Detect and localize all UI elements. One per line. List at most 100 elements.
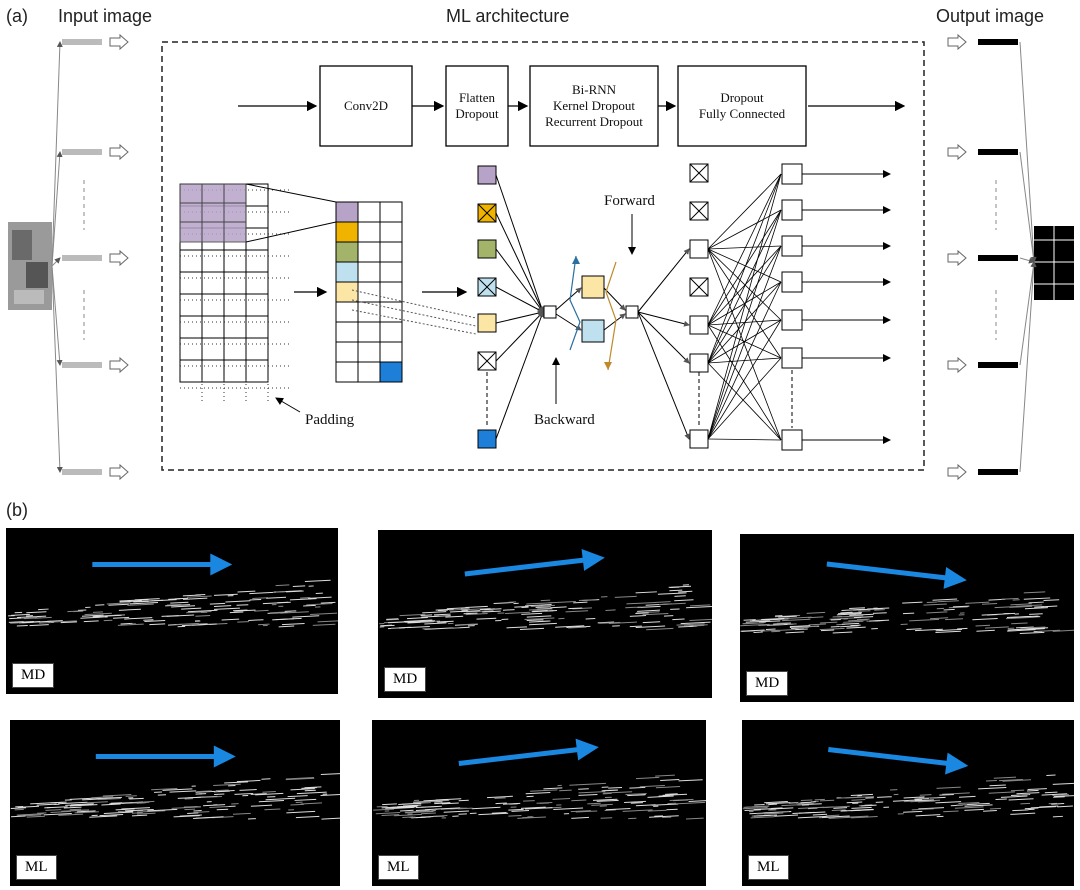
fiber-streak [525,604,552,607]
feature-cell [379,361,403,383]
fiber-streak [930,617,949,620]
fiber-streak [16,813,39,816]
fiber-streak [914,797,929,800]
fiber-streak [58,801,88,805]
output-slice [978,362,1018,368]
input-strips [51,33,129,481]
fiber-streak [232,812,251,815]
fiber-streak [60,621,78,624]
fiber-streak [689,604,711,607]
fiber-streak [937,600,959,603]
fiber-streak [1041,793,1068,796]
input-image-strip [8,222,52,310]
fiber-streak [458,799,469,802]
fiber-streak [398,802,422,805]
fiber-streak [74,811,99,814]
feature-cell [357,341,381,363]
fc-node [781,309,803,331]
fiber-streak [233,609,248,612]
fiber-streak [566,625,591,629]
fiber-streak [124,617,153,620]
fiber-streak [69,797,93,800]
ml-tag: ML [748,855,789,880]
fiber-streak [21,616,38,619]
fiber-streak [465,613,488,616]
input-cell [245,293,269,317]
fiber-streak [304,789,316,792]
fiber-streak [1026,789,1039,792]
dense-layers [637,163,891,451]
fiber-streak [578,599,597,602]
feature-cell [357,321,381,343]
fiber-streak [833,807,848,809]
fiber-streak [1007,628,1034,631]
fiber-streak [119,600,142,603]
fiber-streak [272,618,295,621]
fiber-streak [252,597,268,599]
fiber-streak [169,790,197,793]
fiber-streak [262,791,276,793]
fiber-streak [1023,597,1051,600]
flat-node [477,313,497,333]
fiber-streak [213,790,230,793]
fiber-streak [604,809,616,811]
fiber-streak [466,610,494,613]
fiber-streak [840,611,853,614]
fiber-streak [820,629,835,632]
fiber-streak [1052,794,1070,796]
fiber-streak [846,626,866,629]
fiber-streak [476,617,497,620]
fiber-streak [422,611,447,614]
flattened-column [477,165,545,449]
fiber-streak [296,791,327,795]
fiber-streak [858,610,871,612]
input-cell [245,315,269,339]
fiber-streak [486,795,513,799]
fiber-streak [445,615,464,618]
kernel-window [179,183,247,243]
fiber-streak [976,629,995,632]
fiber-streak [460,623,474,626]
fiber-streak [1051,803,1065,805]
input-cell [245,359,269,383]
fiber-streak [69,808,82,811]
fiber-streak [1030,806,1057,809]
fiber-streak [906,628,922,631]
feature-cell [357,361,381,383]
fiber-streak [642,621,661,624]
fiber-streak [981,603,998,605]
fiber-streak [812,813,828,816]
fiber-streak [436,620,454,623]
fiber-streak [524,807,553,810]
input-cell [223,315,247,339]
fiber-streak [983,810,997,812]
fiber-streak [614,595,637,598]
input-cell [223,271,247,295]
feature-cell [379,241,403,263]
fiber-streak [543,787,563,790]
result-panel-md-2: MD [378,530,712,698]
fiber-streak [555,625,585,628]
fiber-streak [449,610,469,613]
fiber-streak [676,623,705,626]
fiber-streak [471,806,501,810]
fiber-streak [421,812,436,815]
fiber-streak [665,793,678,795]
fiber-streak [16,624,28,627]
fiber-streak [958,801,980,805]
fiber-streak [200,795,222,799]
ml-tag: ML [16,855,57,880]
feature-cell [379,201,403,223]
fiber-streak [629,786,646,789]
fiber-streak [851,815,878,819]
feature-cell [335,261,359,283]
fiber-streak [841,622,860,625]
fiber-streak [760,629,779,632]
fiber-streak [50,810,71,813]
fiber-streak [524,617,555,621]
output-slice [978,469,1018,475]
fiber-streak [286,810,316,814]
fiber-streak [373,808,395,811]
fiber-streak [248,619,264,621]
fiber-streak [932,598,958,601]
